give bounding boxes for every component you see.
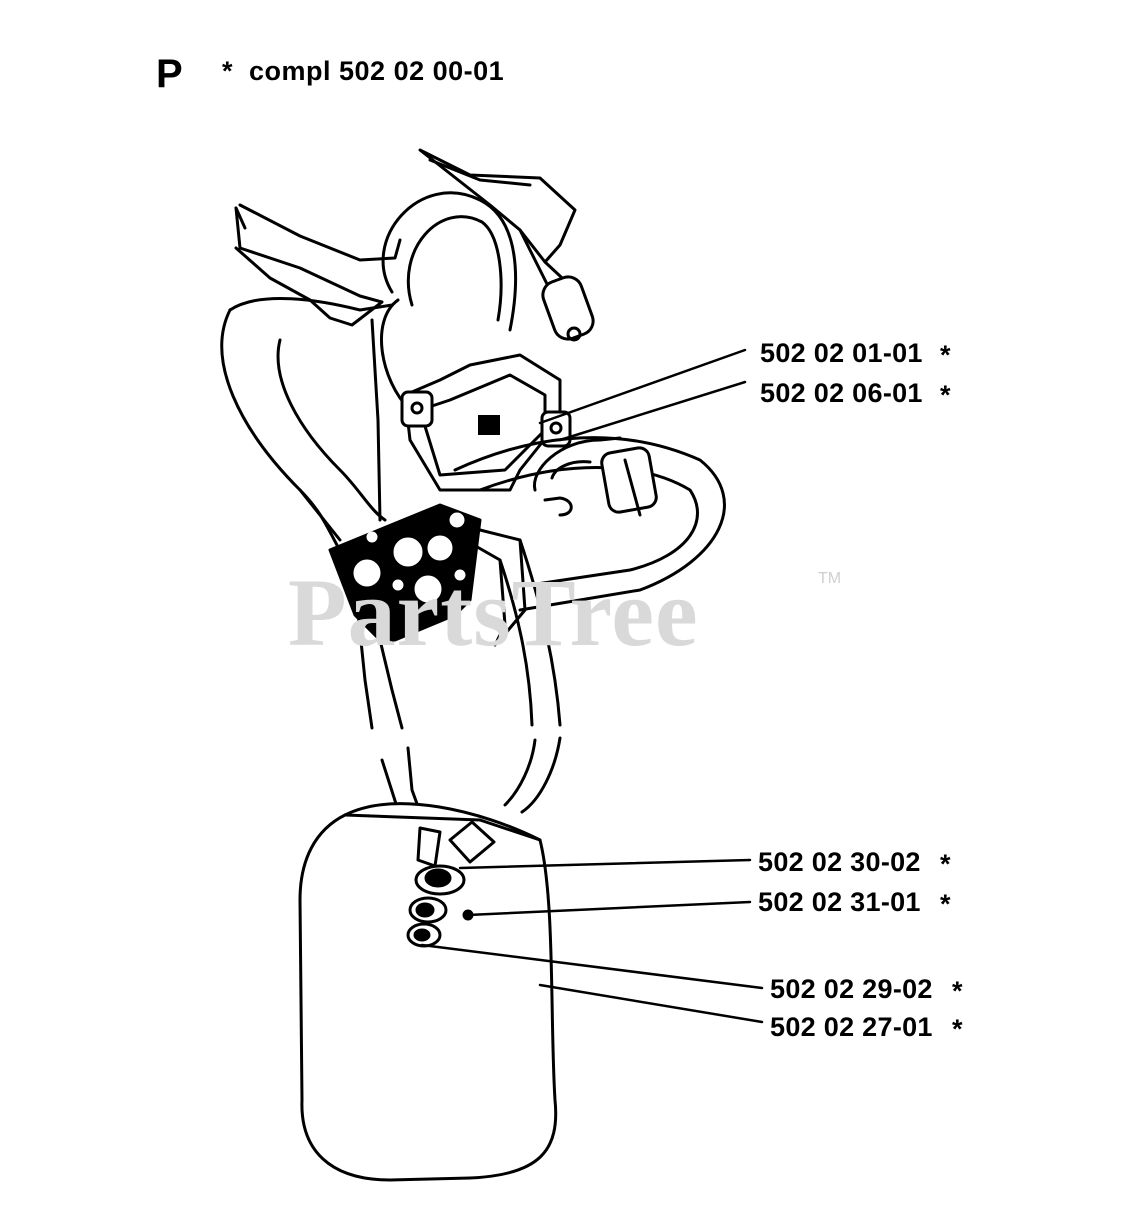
right-shoulder-strap — [418, 148, 595, 342]
leader-502-02-01-01 — [538, 348, 747, 425]
part-number-label: 502 02 30-02 — [758, 847, 921, 877]
section-letter: P — [156, 52, 183, 96]
watermark-tm: TM — [818, 570, 842, 587]
back-pad — [328, 503, 482, 642]
part-number-label: 502 02 06-01 — [760, 378, 923, 408]
part-mark: * — [940, 889, 951, 919]
part-number-label: 502 02 29-02 — [770, 974, 933, 1004]
leader-502-02-27-01 — [538, 983, 764, 1024]
part-mark: * — [940, 849, 951, 879]
hook-assembly — [406, 820, 496, 948]
hip-belt — [453, 436, 726, 612]
watermark-text: PartsTree — [288, 559, 699, 666]
complete-assembly-number: * compl 502 02 00-01 — [222, 56, 505, 86]
part-mark: * — [952, 976, 963, 1006]
part-number-label: 502 02 27-01 — [770, 1012, 933, 1042]
leader-502-02-06-01 — [558, 380, 747, 442]
part-number-label: 502 02 01-01 — [760, 338, 923, 368]
leader-502-02-30-02 — [458, 858, 752, 870]
logo-icon — [478, 415, 500, 435]
part-number-label: 502 02 31-01 — [758, 887, 921, 917]
left-strap-flap — [234, 203, 402, 327]
part-mark: * — [940, 340, 951, 370]
leader-502-02-31-01 — [466, 900, 752, 917]
leader-502-02-29-02 — [420, 943, 764, 990]
hip-pad — [298, 802, 558, 1182]
leader-lines — [420, 348, 764, 1024]
part-mark: * — [952, 1014, 963, 1044]
part-mark: * — [940, 380, 951, 410]
vertical-straps — [356, 528, 562, 730]
